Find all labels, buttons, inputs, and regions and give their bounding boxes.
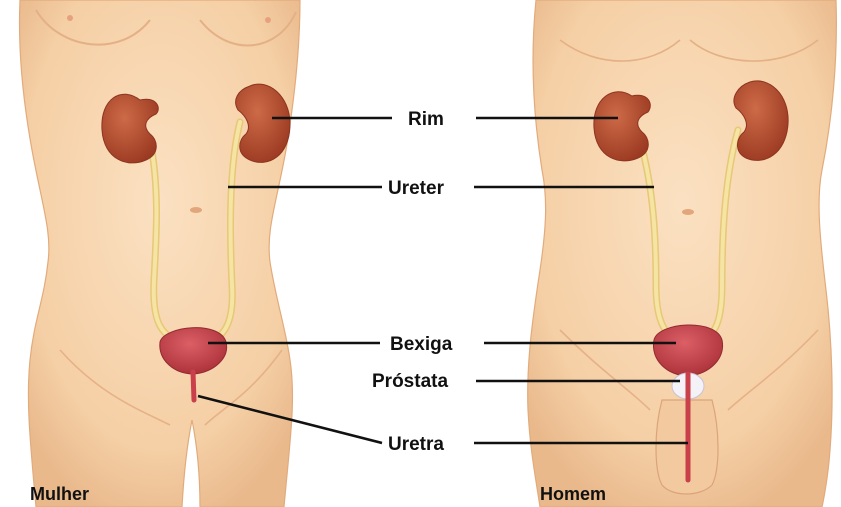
female-nipple-left [67,15,73,21]
female-torso [20,0,301,507]
female-caption: Mulher [30,484,89,504]
female-figure: Mulher [20,0,301,507]
male-caption: Homem [540,484,606,504]
male-figure: Homem [528,0,837,507]
bladder-label: Bexiga [390,334,453,355]
female-urethra [193,372,194,400]
male-navel [682,209,694,215]
prostate-label: Próstata [372,371,448,392]
ureter-label: Ureter [388,178,445,199]
kidney-label: Rim [408,109,444,130]
female-nipple-right [265,17,271,23]
female-navel [190,207,202,213]
urethra-label: Uretra [388,434,444,455]
